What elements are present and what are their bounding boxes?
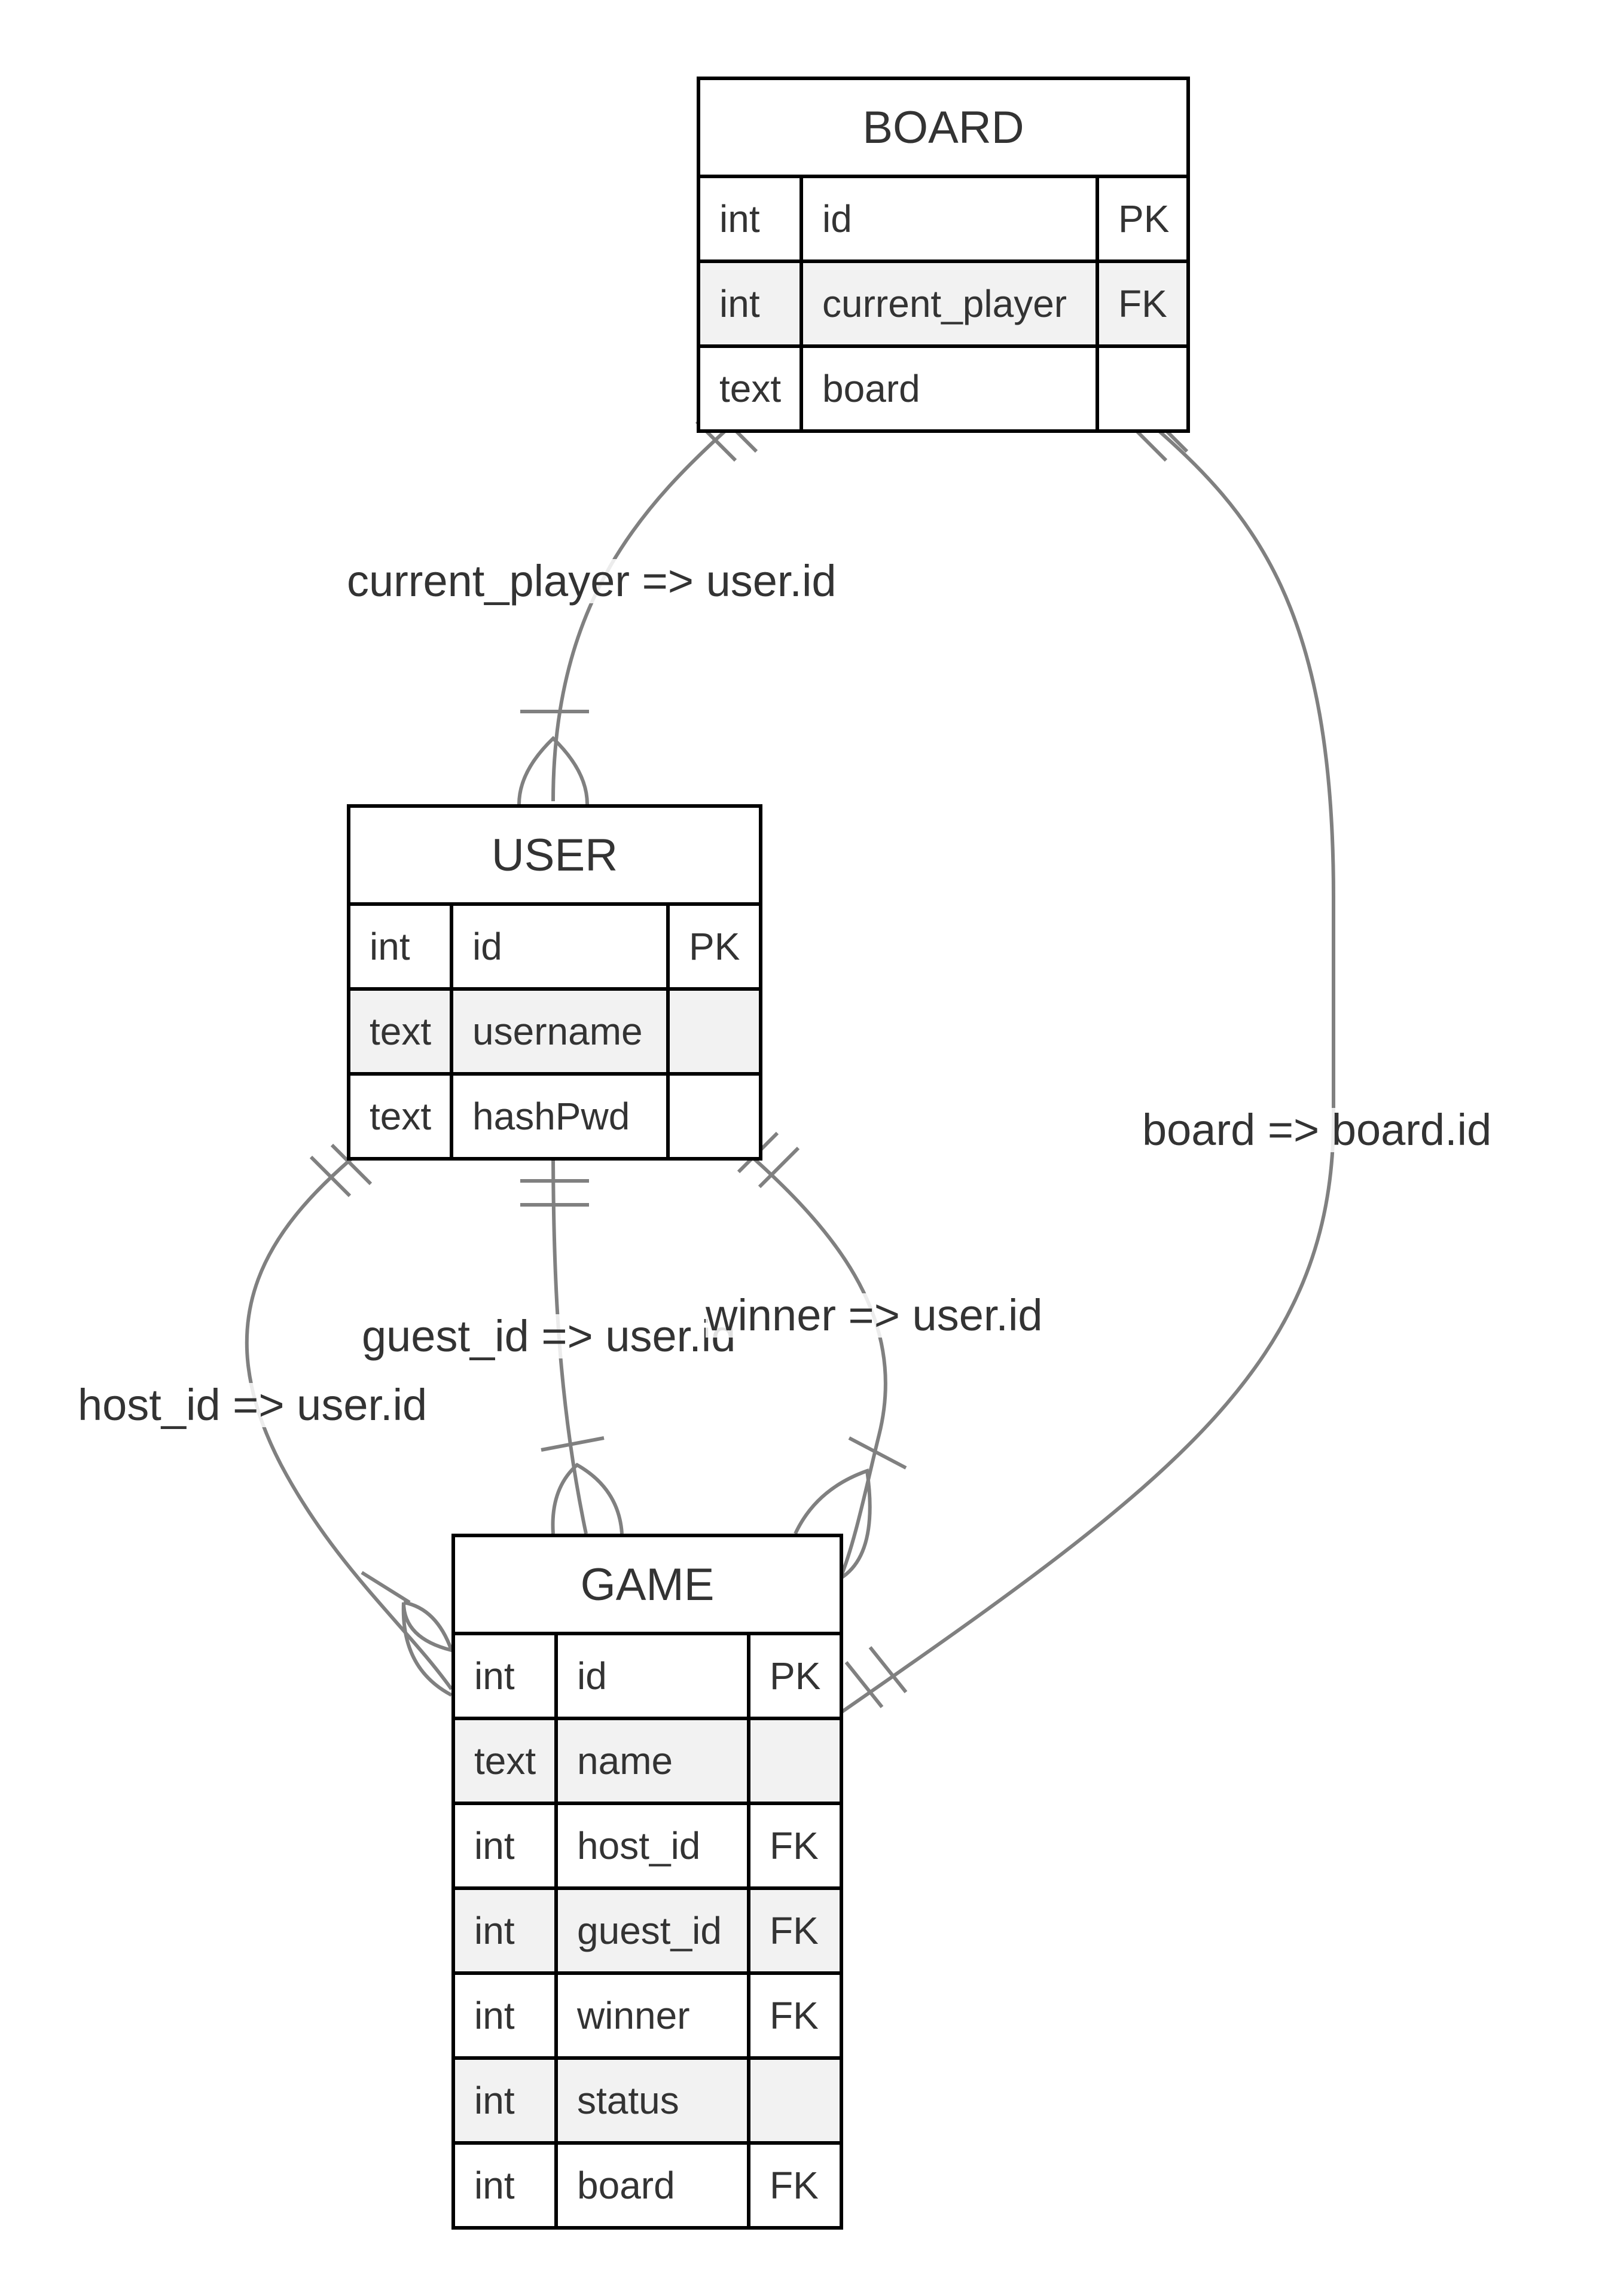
entity-user[interactable]: USER int id PK text username text hashPw… xyxy=(347,804,762,1161)
rel-marker-bar-16 xyxy=(848,1436,907,1470)
field-key: FK xyxy=(747,2141,843,2230)
field-type: int xyxy=(347,902,453,991)
rel-marker-crow-guest xyxy=(551,1463,624,1534)
field-type: int xyxy=(697,259,803,348)
field-name: id xyxy=(800,175,1099,263)
rel-line-winner xyxy=(737,1143,887,1580)
field-type: int xyxy=(451,1632,558,1720)
rel-label-host: host_id => user.id xyxy=(78,1380,428,1430)
rel-marker-crow-winner xyxy=(794,1468,872,1580)
field-type: text xyxy=(697,344,803,433)
field-type: int xyxy=(451,2141,558,2230)
field-key: FK xyxy=(1096,259,1190,348)
rel-label-board: board => board.id xyxy=(1142,1105,1492,1155)
field-type: int xyxy=(697,175,803,263)
field-name: board xyxy=(800,344,1099,433)
field-type: text xyxy=(347,987,453,1076)
field-type: int xyxy=(451,2056,558,2145)
field-type: int xyxy=(451,1886,558,1975)
field-key: PK xyxy=(666,902,762,991)
field-key xyxy=(747,2056,843,2145)
rel-marker-bar-9 xyxy=(330,1143,373,1186)
rel-label-winner: winner => user.id xyxy=(706,1290,1043,1340)
field-key xyxy=(666,987,762,1076)
entity-board[interactable]: BOARD int id PK int current_player FK te… xyxy=(697,77,1190,433)
rel-line-host xyxy=(245,1143,453,1690)
field-key xyxy=(666,1072,762,1161)
entity-game-title: GAME xyxy=(451,1534,843,1635)
entity-user-title: USER xyxy=(347,804,762,906)
rel-marker-bar-15 xyxy=(758,1146,800,1189)
rel-marker-crow-current-player xyxy=(517,735,589,805)
field-name: name xyxy=(554,1717,750,1805)
rel-marker-bar-8 xyxy=(309,1155,352,1198)
rel-line-board xyxy=(839,420,1335,1715)
field-name: board xyxy=(554,2141,750,2230)
entity-board-title: BOARD xyxy=(697,77,1190,178)
field-name: id xyxy=(450,902,670,991)
rel-marker-bar-13 xyxy=(541,1436,605,1452)
field-name: hashPwd xyxy=(450,1072,670,1161)
rel-label-guest: guest_id => user.id xyxy=(362,1311,736,1361)
field-type: text xyxy=(347,1072,453,1161)
field-type: int xyxy=(451,1802,558,1890)
entity-game[interactable]: GAME int id PK text name int host_id FK … xyxy=(451,1534,843,2230)
field-key: FK xyxy=(747,1971,843,2060)
field-name: winner xyxy=(554,1971,750,2060)
rel-marker-bar-6 xyxy=(844,1661,884,1708)
field-key: FK xyxy=(747,1802,843,1890)
rel-label-current-player: current_player => user.id xyxy=(347,556,837,606)
field-type: text xyxy=(451,1717,558,1805)
field-key: PK xyxy=(1096,175,1190,263)
field-key xyxy=(747,1717,843,1805)
field-name: status xyxy=(554,2056,750,2145)
field-key: PK xyxy=(747,1632,843,1720)
field-name: id xyxy=(554,1632,750,1720)
field-name: guest_id xyxy=(554,1886,750,1975)
field-name: host_id xyxy=(554,1802,750,1890)
field-name: current_player xyxy=(800,259,1099,348)
rel-marker-crow-host xyxy=(401,1601,454,1697)
rel-marker-bar-7 xyxy=(868,1646,908,1693)
field-name: username xyxy=(450,987,670,1076)
field-key xyxy=(1096,344,1190,433)
field-key: FK xyxy=(747,1886,843,1975)
rel-line-current-player xyxy=(551,420,737,802)
rel-marker-bar-10 xyxy=(361,1571,411,1604)
field-type: int xyxy=(451,1971,558,2060)
